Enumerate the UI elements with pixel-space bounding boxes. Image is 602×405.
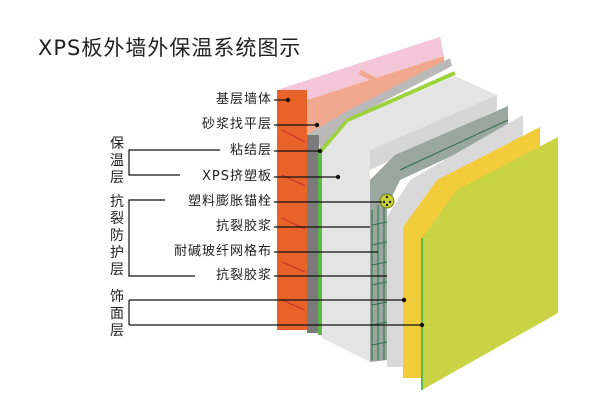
adhesive-layer <box>318 150 322 335</box>
mesh-back <box>370 106 508 362</box>
group-insulation: 保温层 <box>110 136 124 186</box>
label-anti-crack-1: 抗裂胶浆 <box>215 219 272 234</box>
label-base-wall: 基层墙体 <box>215 92 272 107</box>
label-anchor: 塑料膨胀锚栓 <box>187 194 272 209</box>
label-anti-crack-2: 抗裂胶浆 <box>215 268 272 283</box>
xps-board <box>322 76 497 362</box>
label-xps-board: XPS挤塑板 <box>202 169 272 184</box>
label-adhesive: 粘结层 <box>229 143 272 158</box>
wall-top-face <box>277 37 444 100</box>
label-fiberglass-mesh: 耐碱玻纤网格布 <box>173 244 272 259</box>
xps-board-chamfer <box>370 95 497 170</box>
anchor-bolt <box>379 193 395 209</box>
label-mortar-leveling: 砂浆找平层 <box>201 117 272 132</box>
mortar-layer <box>307 135 319 333</box>
finish-coat <box>422 137 558 390</box>
group-finish: 饰面层 <box>110 289 124 339</box>
base-wall <box>277 90 307 330</box>
group-anti-crack-protection: 抗裂防护层 <box>110 194 124 278</box>
mortar-top <box>307 58 452 150</box>
adhesive-layer-top <box>318 71 456 154</box>
page-title: XPS板外墙外保温系统图示 <box>38 36 302 60</box>
leader-lines <box>128 97 425 328</box>
